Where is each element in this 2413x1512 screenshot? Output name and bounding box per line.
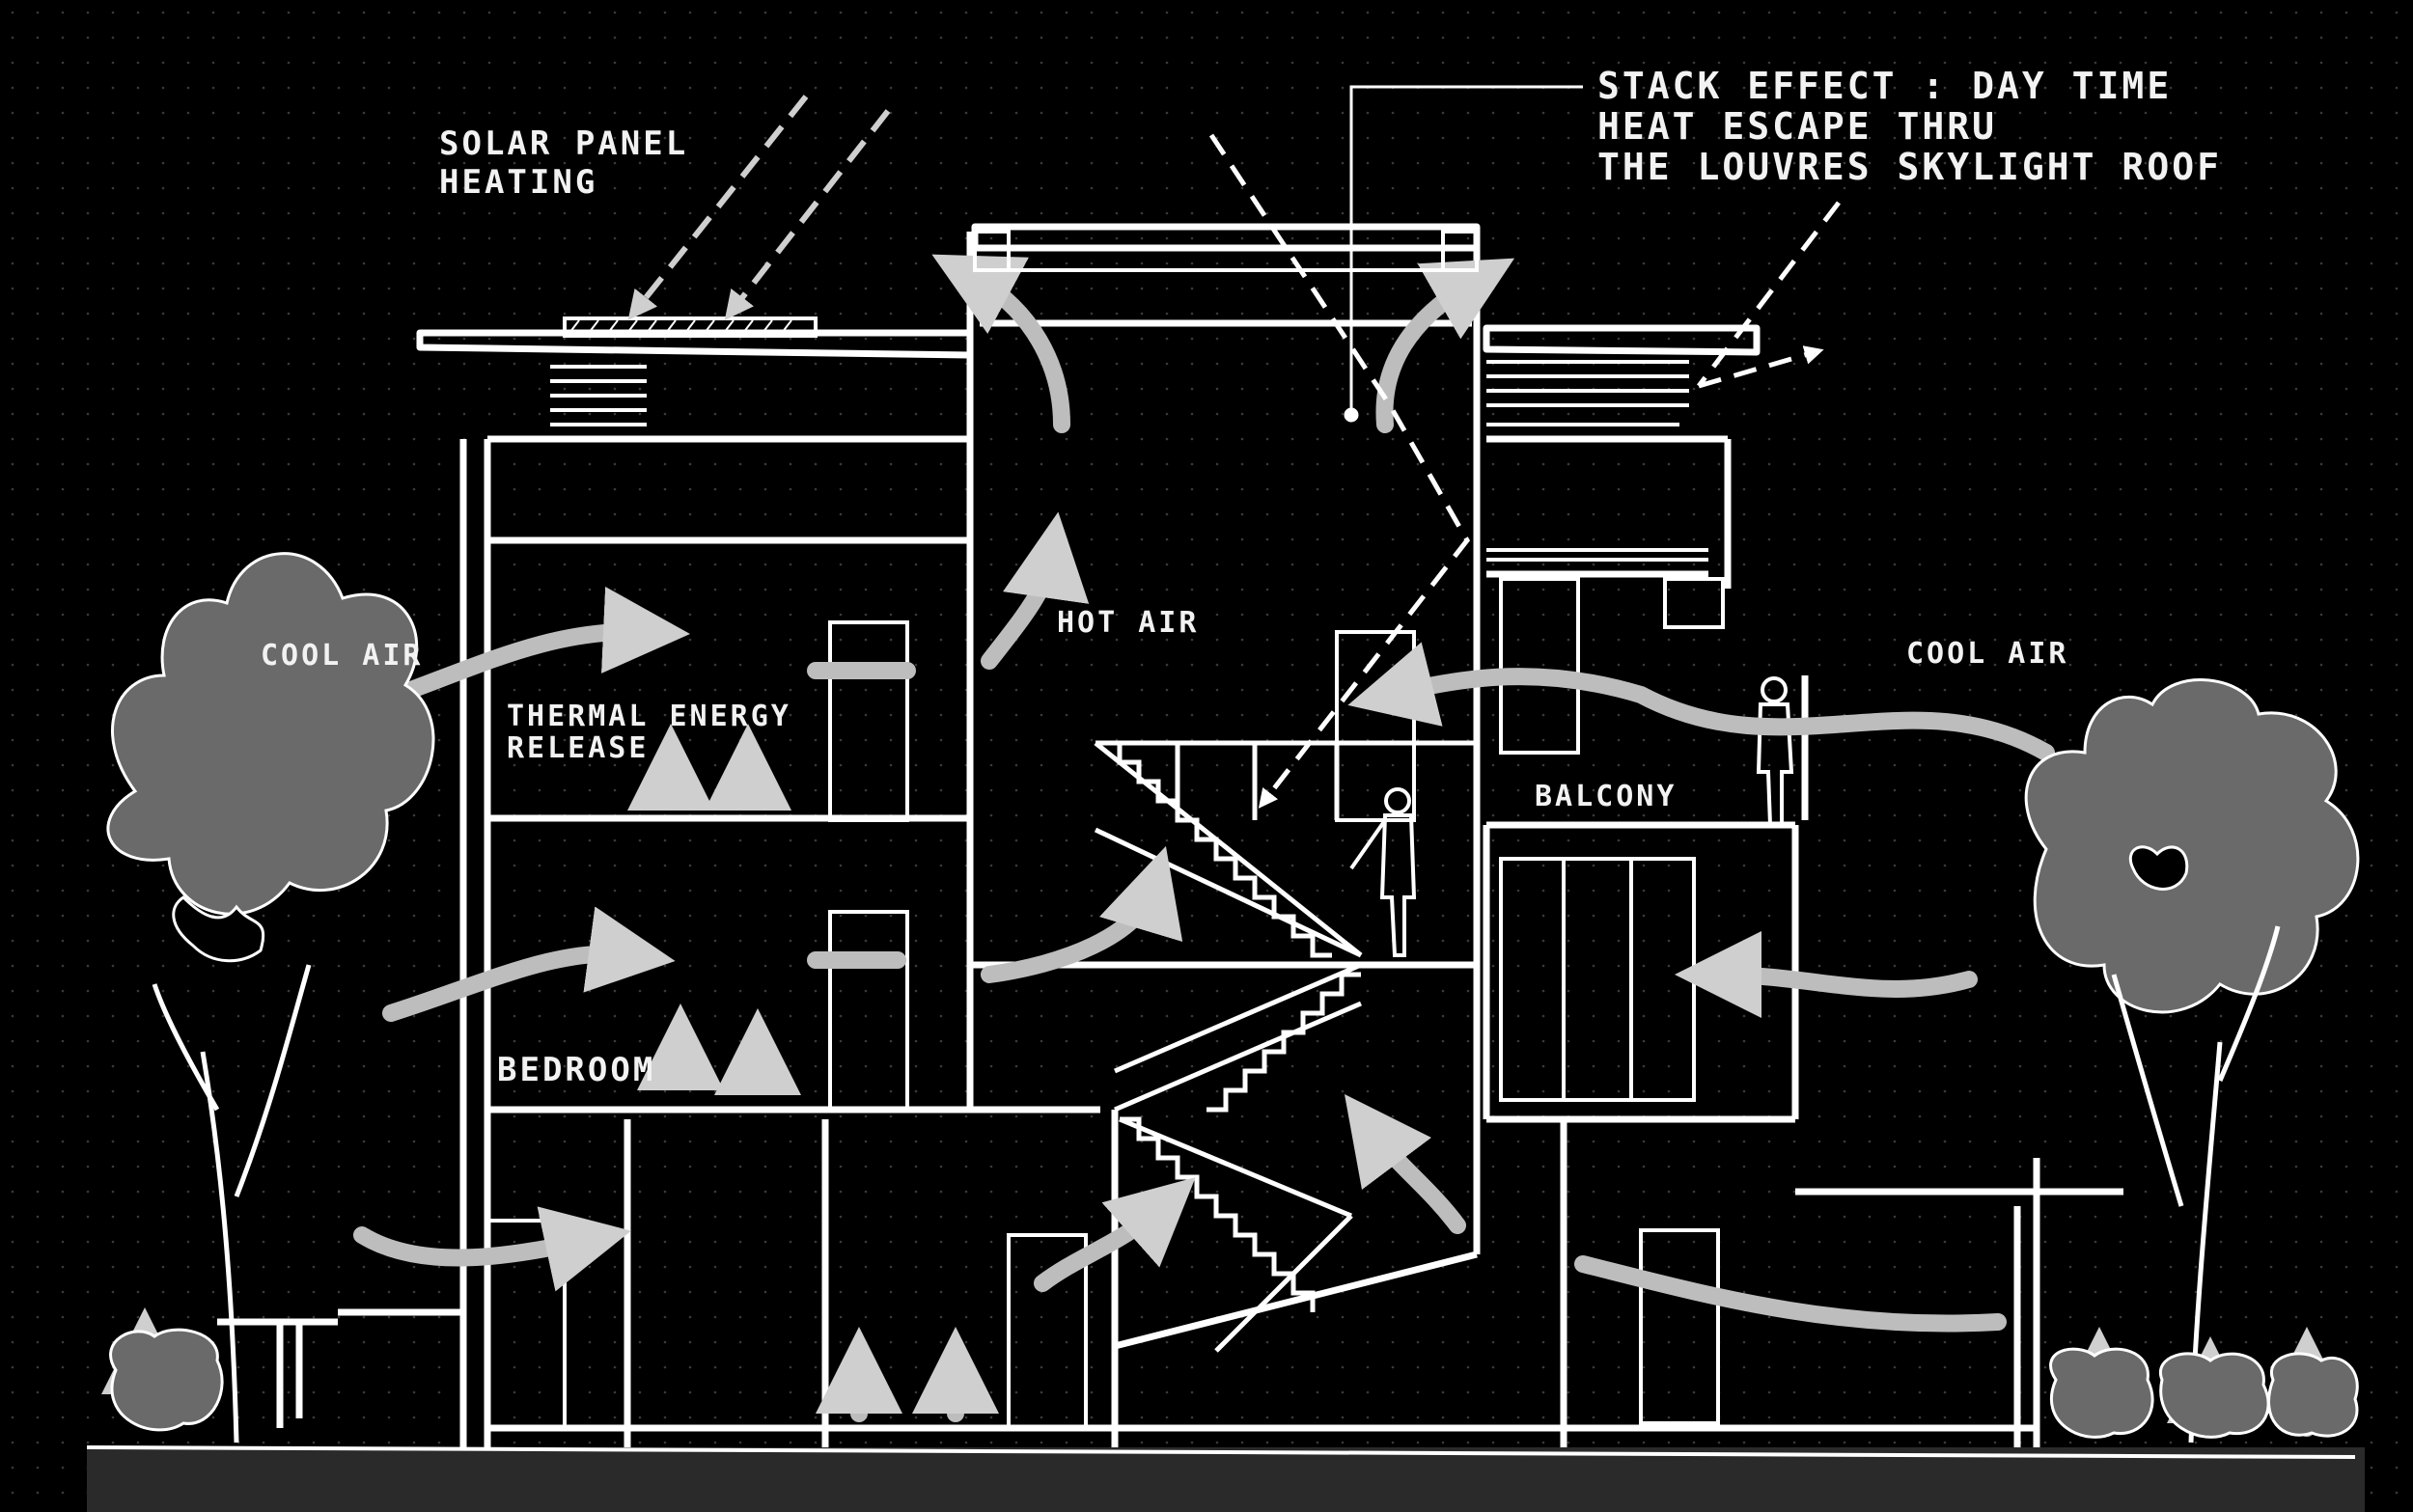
sun-rays (627, 95, 891, 320)
ground (86, 1445, 2365, 1512)
hot-air-label: HOT AIR (1057, 606, 1200, 640)
solar-panel-label-line2: HEATING (439, 163, 598, 202)
stack-effect-label-line1: STACK EFFECT : DAY TIME (1597, 65, 2173, 107)
stack-effect-leader (1344, 85, 1583, 423)
skylight-roof (973, 230, 1479, 272)
thermal-energy-label-line1: THERMAL ENERGY (507, 700, 791, 733)
solar-panel-label-line1: SOLAR PANEL (439, 124, 689, 163)
solar-panel (563, 316, 818, 338)
stack-effect-label-line2: HEAT ESCAPE THRU (1597, 105, 1998, 148)
staircase (1094, 740, 1477, 1353)
thermal-energy-label-line2: RELEASE (507, 731, 650, 765)
tree-left (106, 552, 435, 1443)
person-stair (1349, 787, 1417, 957)
louvres-right (1486, 360, 1708, 562)
louvres-left (550, 365, 647, 441)
bedroom-label: BEDROOM (497, 1051, 656, 1089)
cool-air-label-left: COOL AIR (261, 639, 424, 673)
tree-right (2024, 678, 2360, 1443)
stack-effect-label-line3: THE LOUVRES SKYLIGHT ROOF (1597, 146, 2222, 188)
cool-air-label-right: COOL AIR (1906, 637, 2069, 671)
balcony-label: BALCONY (1535, 780, 1678, 813)
airflow-arrows (101, 254, 2350, 1437)
